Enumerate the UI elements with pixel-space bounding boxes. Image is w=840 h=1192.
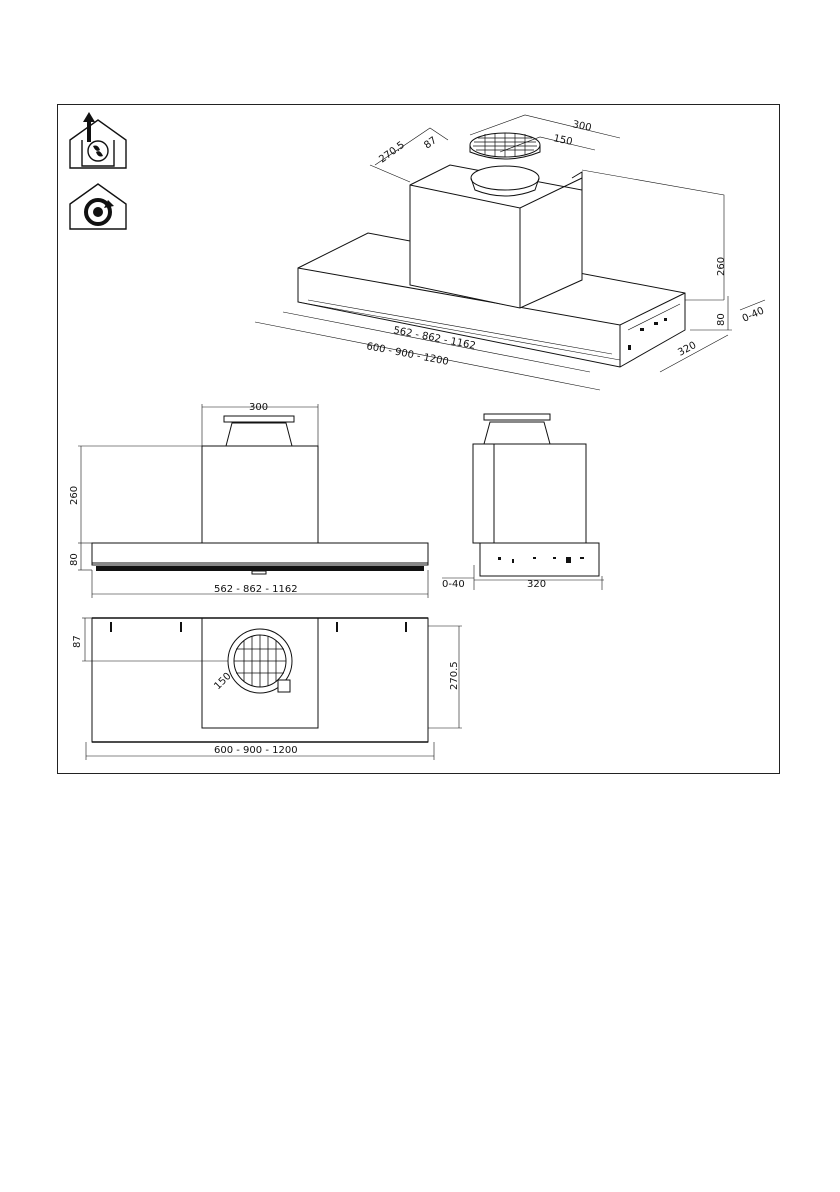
ducted-extraction-icon bbox=[70, 112, 126, 168]
plan-front-offset: 87 bbox=[72, 635, 83, 648]
iso-height-body: 80 bbox=[716, 313, 727, 326]
iso-width-top: 300 bbox=[571, 119, 592, 134]
front-view bbox=[78, 404, 428, 598]
iso-front-offset: 87 bbox=[422, 135, 439, 151]
recirculation-icon bbox=[70, 184, 126, 229]
iso-depth-offset: 270.5 bbox=[377, 140, 407, 166]
iso-outlet-diameter: 150 bbox=[552, 133, 573, 148]
side-depth: 320 bbox=[527, 579, 546, 590]
iso-height-chimney: 260 bbox=[716, 257, 727, 276]
front-height-body: 80 bbox=[69, 553, 80, 566]
front-top-width: 300 bbox=[249, 402, 268, 413]
plan-depth-offset: 270.5 bbox=[449, 661, 460, 690]
side-gap: 0-40 bbox=[442, 579, 465, 590]
front-height-chimney: 260 bbox=[69, 486, 80, 505]
plan-view bbox=[82, 618, 462, 760]
plan-outer-widths: 600 - 900 - 1200 bbox=[214, 745, 298, 756]
side-dimensions: 0-40 320 bbox=[442, 579, 546, 590]
iso-outer-widths: 600 - 900 - 1200 bbox=[365, 341, 449, 368]
front-inner-widths: 562 - 862 - 1162 bbox=[214, 584, 298, 595]
side-view bbox=[442, 414, 604, 590]
iso-depth: 320 bbox=[676, 340, 698, 359]
